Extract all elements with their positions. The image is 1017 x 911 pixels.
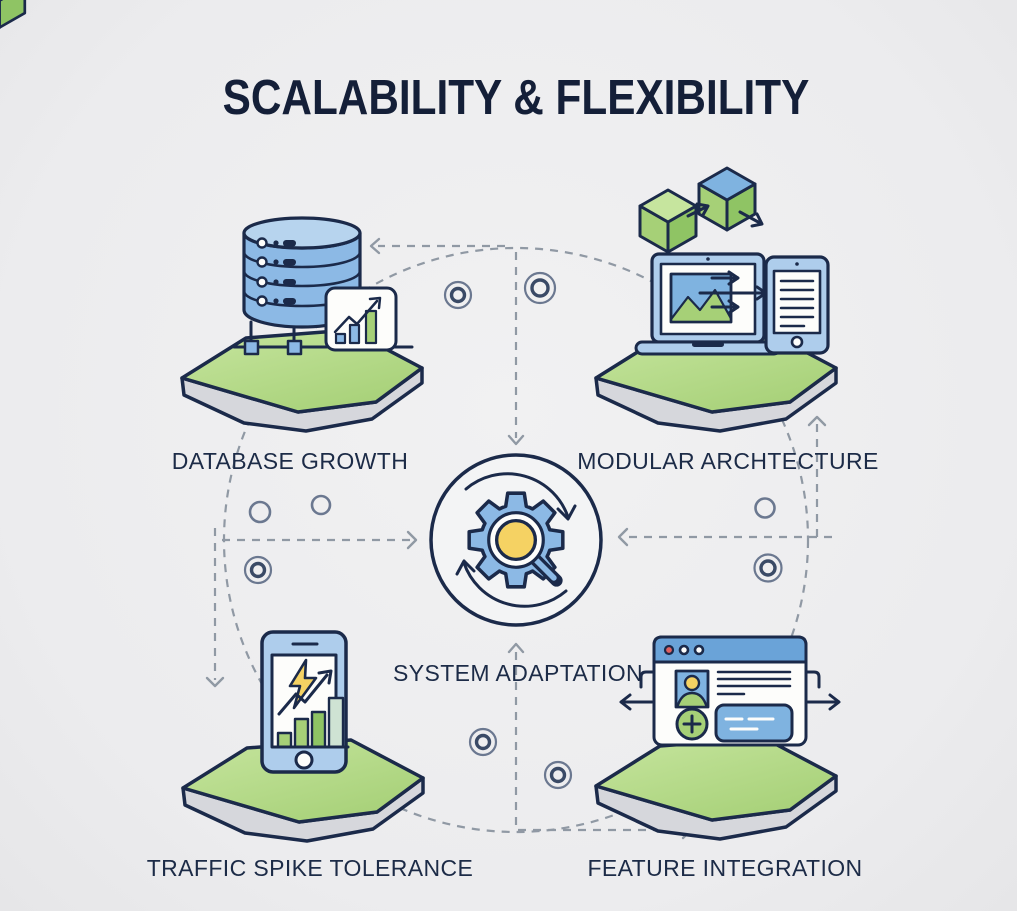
growth-bars-icon (273, 696, 350, 749)
database-band-marks (256, 237, 296, 307)
text-lines (779, 279, 815, 328)
single-ring-icon (754, 497, 776, 519)
spike-arrow-icon (277, 669, 333, 716)
image-placeholder-icon (669, 272, 733, 324)
hexagon-platform (594, 736, 838, 841)
smartphone-icon (260, 630, 350, 774)
database-growth-scene (180, 216, 424, 433)
arrow-left-icon (617, 527, 629, 547)
arrow-right-icon (406, 530, 418, 550)
cycle-arrows-icon (455, 472, 577, 608)
window-dots-icon (663, 644, 705, 656)
gear-icon (467, 491, 565, 589)
browser-window-icon (652, 635, 808, 747)
label-database-growth: DATABASE GROWTH (171, 448, 409, 474)
modular-architecture-scene (0, 0, 838, 433)
laptop-icon (634, 252, 782, 356)
side-arrows-icon (619, 670, 841, 711)
bar-chart-card-icon (324, 286, 398, 352)
add-button-icon (675, 707, 709, 741)
arrow-down-icon (507, 434, 525, 446)
double-ring-icon (753, 553, 783, 583)
arrow-left-icon (369, 237, 381, 255)
page-title: SCALABILITY & FLEXIBILITY (222, 69, 810, 125)
arrow-down-icon (205, 676, 225, 688)
label-system-adaptation: SYSTEM ADAPTATION (392, 660, 644, 686)
decorative-rings (243, 271, 783, 790)
lightning-icon (288, 658, 318, 710)
dashed-line-bottom (514, 652, 684, 832)
tablet-icon (764, 255, 830, 355)
feature-integration-scene (594, 635, 841, 841)
double-ring-icon (543, 760, 573, 790)
traffic-spike-scene (181, 630, 425, 843)
double-ring-icon (468, 727, 498, 757)
label-feature-integration: FEATURE INTEGRATION (587, 855, 863, 881)
single-ring-icon (248, 500, 272, 524)
double-ring-icon (523, 271, 557, 305)
label-traffic-spike-tolerance: TRAFFIC SPIKE TOLERANCE (146, 855, 474, 881)
system-adaptation-hub (429, 453, 603, 627)
text-lines (716, 670, 792, 696)
single-ring-icon (310, 494, 332, 516)
profile-card-icon (674, 669, 710, 709)
label-modular-architecture: MODULAR ARCHTECTURE (577, 448, 879, 474)
double-ring-icon (443, 280, 473, 310)
content-button-icon (714, 703, 794, 743)
arrow-up-icon (507, 642, 525, 654)
magnifier-icon (487, 511, 563, 587)
double-ring-icon (243, 555, 273, 585)
arrow-up-icon (807, 415, 827, 427)
modular-cubes-icon (0, 0, 764, 254)
